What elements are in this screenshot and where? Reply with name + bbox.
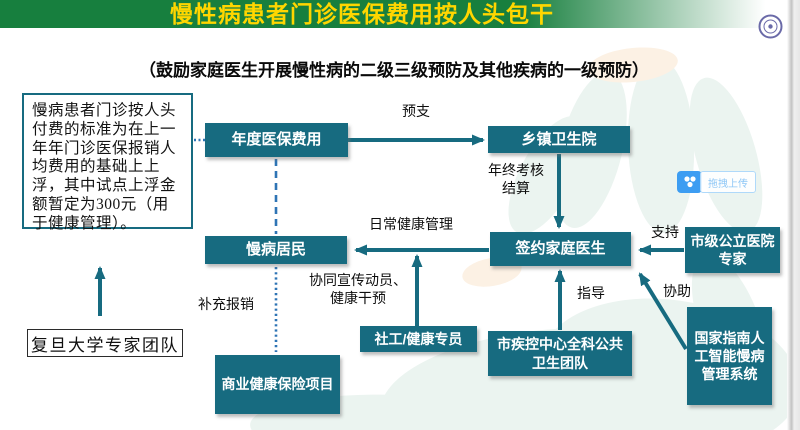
drag-upload-button[interactable]: 拖拽上传: [677, 171, 756, 193]
node-commercial-insurance: 商业健康保险项目: [215, 355, 340, 414]
university-seal-icon: [758, 14, 783, 44]
edge-label-guidance: 指导: [577, 287, 605, 302]
node-social-worker: 社工/健康专员: [360, 326, 477, 352]
node-annual-fund: 年度医保费用: [205, 123, 348, 157]
edge-label-supplement: 补充报销: [198, 298, 254, 313]
node-family-doctor: 签约家庭医生: [490, 232, 631, 266]
page-title: 慢性病患者门诊医保费用按人头包干: [170, 1, 554, 27]
edge-label-support: 支持: [651, 226, 679, 241]
edge-label-assistance: 协助: [663, 285, 691, 300]
edge-label-co-mobilize: 协同宣传动员、 健康干预: [309, 274, 407, 308]
drag-upload-label: 拖拽上传: [700, 171, 756, 193]
node-fudan-team: 复旦大学专家团队: [27, 329, 183, 357]
petal-shape: [624, 56, 698, 235]
header-banner: [0, 0, 789, 28]
note-box: 慢病患者门诊按人头付费的标准为在上一年年门诊医保报销人均费用的基础上上浮，其中试…: [22, 93, 193, 232]
window-right-edge: [787, 0, 800, 430]
node-city-hospital-experts: 市级公立医院 专家: [685, 227, 780, 273]
node-chronic-residents: 慢病居民: [205, 236, 347, 264]
cluster-icon: [677, 171, 702, 193]
node-ai-system: 国家指南人 工智能慢病 管理系统: [687, 307, 772, 405]
edge-label-prepay: 预支: [402, 105, 430, 120]
node-township-hospital: 乡镇卫生院: [488, 126, 630, 153]
edge-label-year-end: 年终考核 结算: [488, 164, 544, 198]
node-cdc-team: 市疾控中心全科公共 卫生团队: [488, 331, 632, 376]
edge-label-daily-mgmt: 日常健康管理: [369, 218, 453, 233]
slide-subtitle: （鼓励家庭医生开展慢性病的二级三级预防及其他疾病的一级预防）: [139, 61, 649, 80]
